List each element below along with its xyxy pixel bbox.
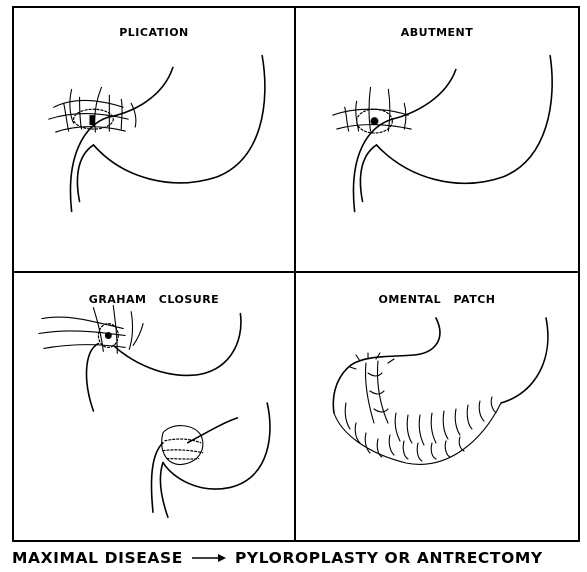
abutment-drawing [296, 8, 578, 271]
panel-omental-patch: OMENTAL PATCH [296, 273, 578, 540]
caption-left: MAXIMAL DISEASE [12, 549, 183, 567]
panel-plication: PLICATION [14, 8, 296, 273]
panel-abutment: ABUTMENT [296, 8, 578, 273]
omental-patch-drawing [296, 273, 578, 540]
figure-caption: MAXIMAL DISEASE PYLOROPLASTY OR ANTRECTO… [12, 548, 580, 568]
right-arrow-icon [192, 553, 226, 563]
caption-right: PYLOROPLASTY OR ANTRECTOMY [235, 549, 543, 567]
graham-closure-drawing [14, 273, 294, 540]
panel-graham-closure: GRAHAM CLOSURE [14, 273, 296, 540]
plication-drawing [14, 8, 294, 271]
panel-grid: PLICATION ABUTMENT [12, 6, 580, 542]
